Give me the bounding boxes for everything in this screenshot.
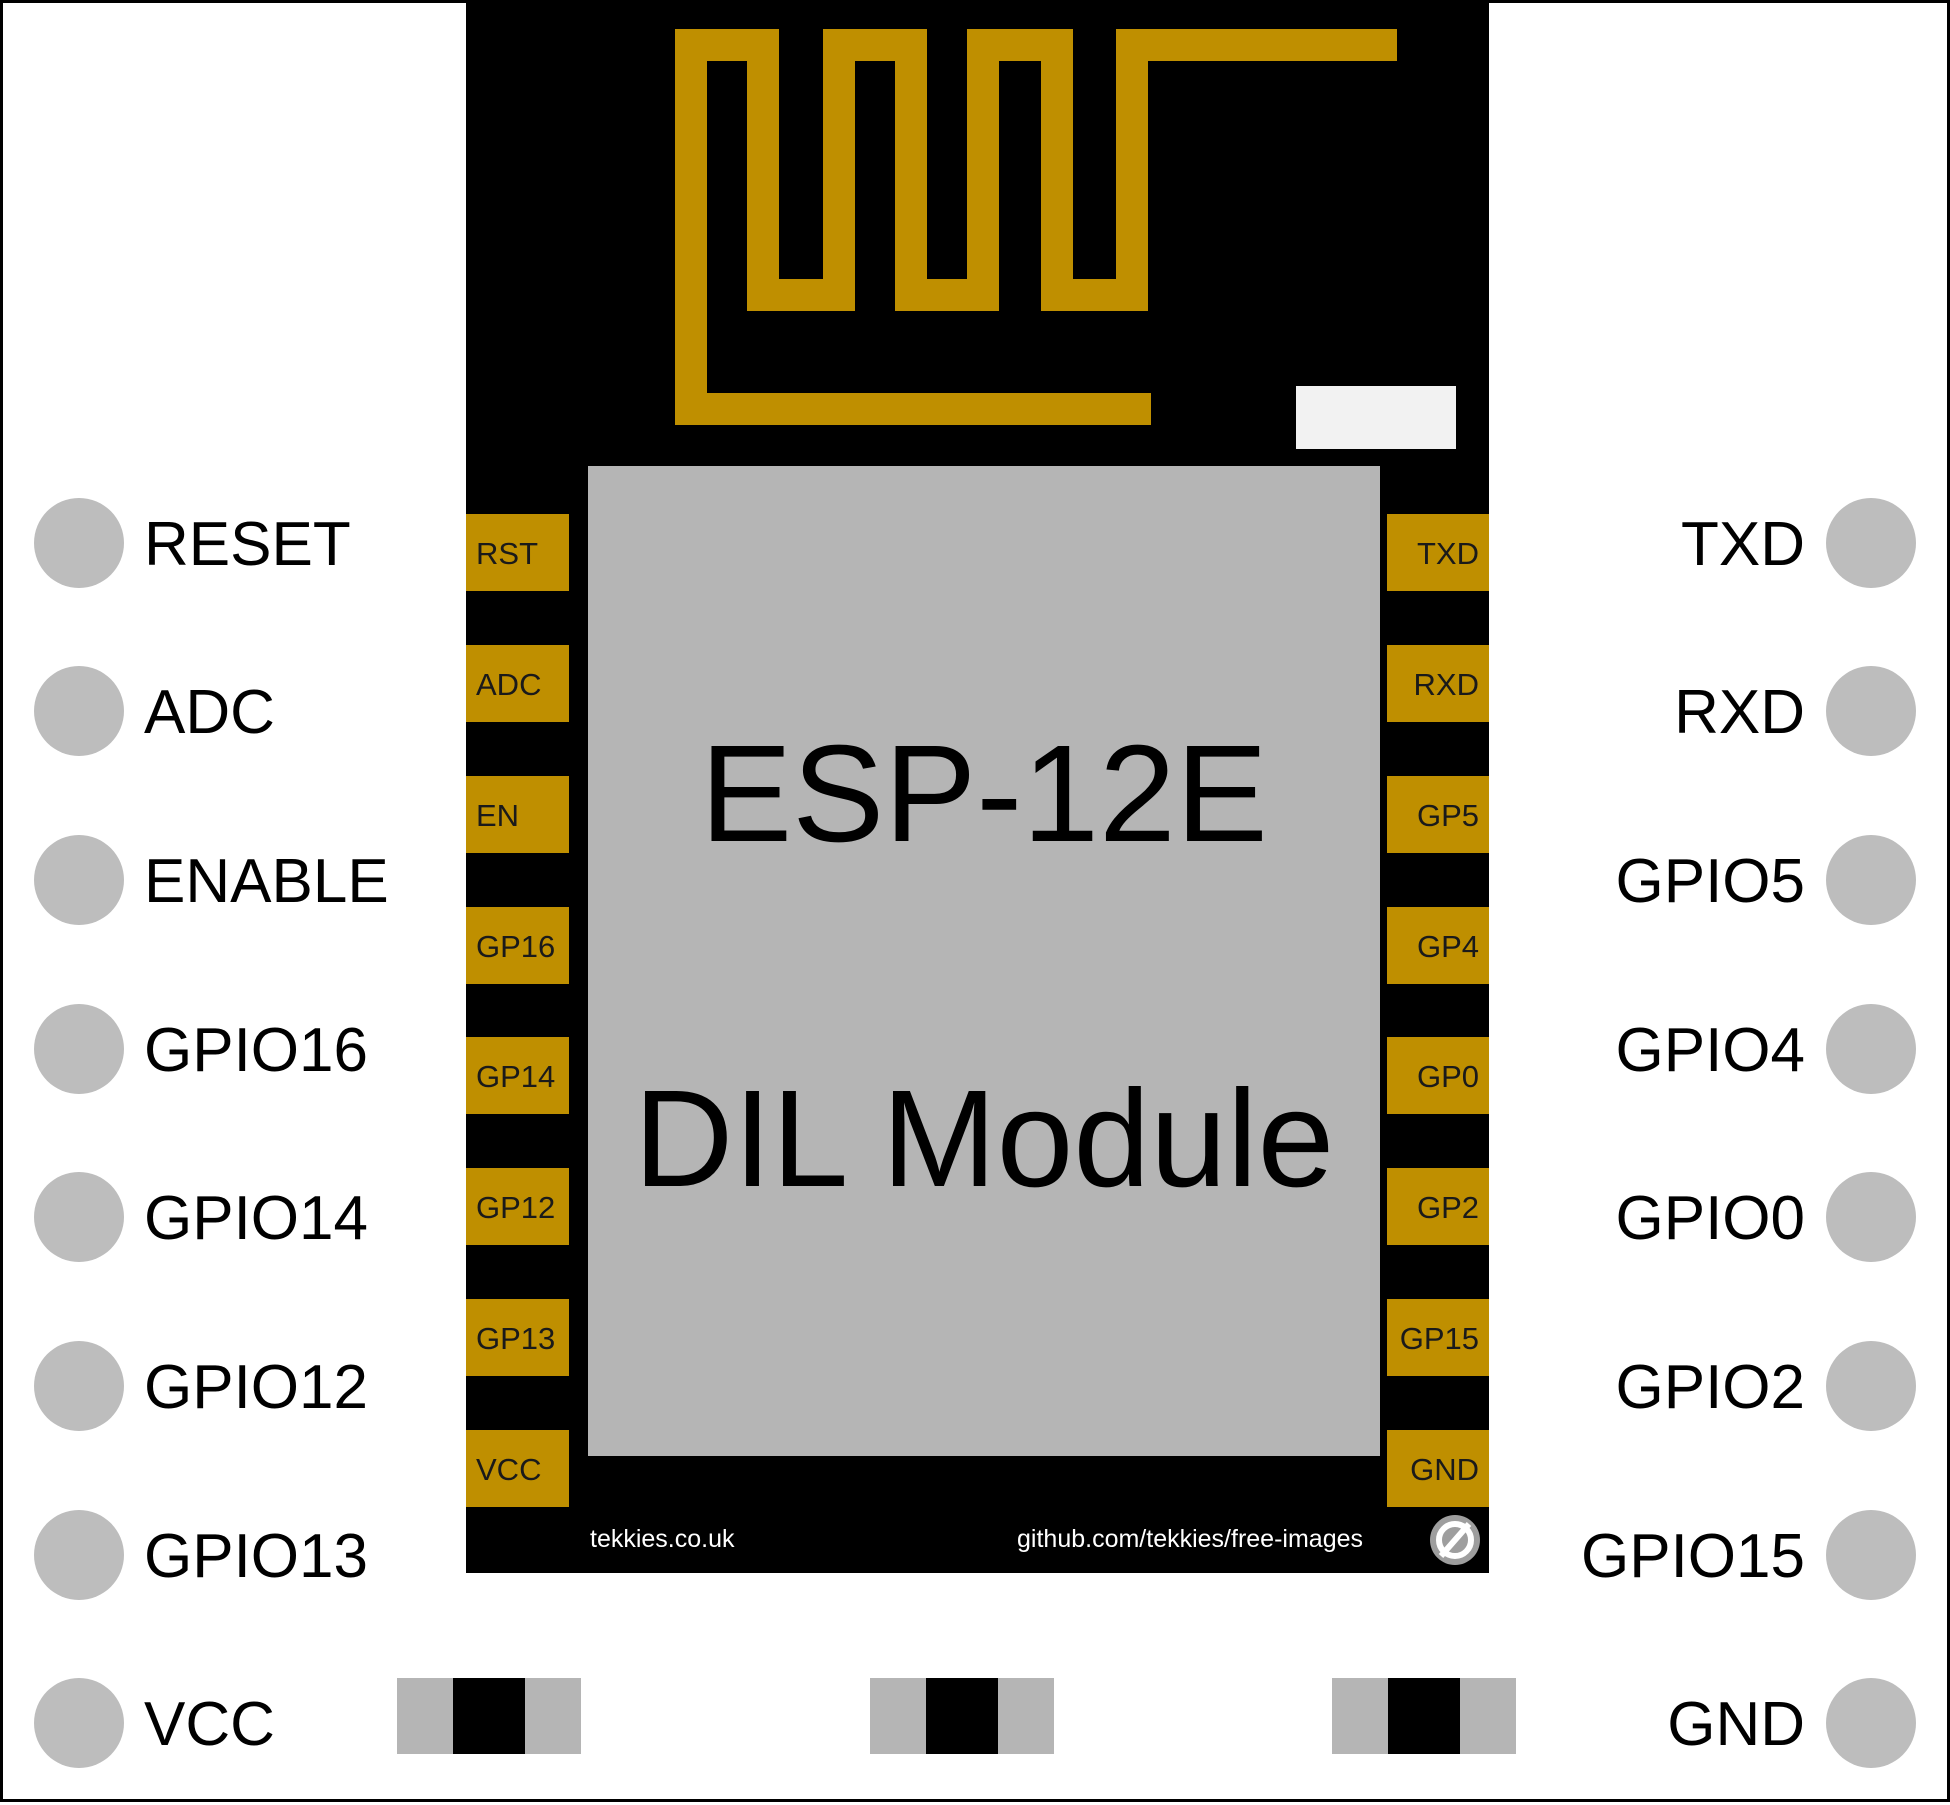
credit-right: github.com/tekkies/free-images (1017, 1525, 1363, 1553)
pad-label-adc: ADC (476, 667, 541, 702)
rf-shield (588, 466, 1380, 1456)
pad-label-gp2: GP2 (1417, 1190, 1479, 1225)
pad-label-rxd: RXD (1414, 667, 1479, 702)
pin-label-gnd: GND (1667, 1690, 1805, 1759)
pin-gpio15[interactable] (1826, 1510, 1916, 1600)
pin-label-reset: RESET (144, 510, 351, 579)
chip-title-line2: DIL Module (634, 1062, 1335, 1216)
pad-gp5 (1387, 776, 1489, 853)
pin-gpio2[interactable] (1826, 1341, 1916, 1431)
pad-label-gp12: GP12 (476, 1190, 555, 1225)
pad-label-gp4: GP4 (1417, 929, 1479, 964)
pin-label-gpio5: GPIO5 (1615, 847, 1805, 916)
pin-enable[interactable] (34, 835, 124, 925)
pad-label-gp5: GP5 (1417, 798, 1479, 833)
pad-gp12 (466, 1168, 569, 1245)
pin-gpio16[interactable] (34, 1004, 124, 1094)
pad-label-txd: TXD (1417, 536, 1479, 571)
pad-txd (1387, 514, 1489, 591)
pad-gp2 (1387, 1168, 1489, 1245)
pcb-antenna-trace (675, 29, 1397, 425)
pin-label-enable: ENABLE (144, 847, 389, 916)
pin-gpio14[interactable] (34, 1172, 124, 1262)
credit-left: tekkies.co.uk (590, 1525, 735, 1553)
pin-txd[interactable] (1826, 498, 1916, 588)
pad-gp0 (1387, 1037, 1489, 1114)
pin-label-gpio14: GPIO14 (144, 1184, 368, 1253)
pad-label-gp13: GP13 (476, 1321, 555, 1356)
pin-label-gpio13: GPIO13 (144, 1522, 368, 1591)
smd-part-middle (870, 1678, 1054, 1754)
pin-rxd[interactable] (1826, 666, 1916, 756)
pin-label-vcc: VCC (144, 1690, 275, 1759)
right-pads: TXD RXD GP5 GP4 GP0 GP2 GP15 GND (1387, 514, 1489, 1507)
smd-part-left (397, 1678, 581, 1754)
pad-gp16 (466, 907, 569, 984)
pad-rxd (1387, 645, 1489, 722)
pin-gpio5[interactable] (1826, 835, 1916, 925)
pin-label-gpio0: GPIO0 (1615, 1184, 1805, 1253)
pin-label-adc: ADC (144, 678, 275, 747)
pad-en (466, 776, 569, 853)
pin-label-txd: TXD (1681, 510, 1805, 579)
pin-gpio13[interactable] (34, 1510, 124, 1600)
pad-label-gp14: GP14 (476, 1059, 555, 1094)
pad-adc (466, 645, 569, 722)
pad-gp14 (466, 1037, 569, 1114)
pad-gp4 (1387, 907, 1489, 984)
esp12e-diagram: ESP-12E DIL Module tekkies.co.uk github.… (34, 3, 1916, 1768)
pad-vcc (466, 1430, 569, 1507)
pin-gnd[interactable] (1826, 1678, 1916, 1768)
pad-label-gnd: GND (1410, 1452, 1479, 1487)
pin-label-rxd: RXD (1674, 678, 1805, 747)
chip-title-line1: ESP-12E (700, 717, 1268, 871)
pin-label-gpio4: GPIO4 (1615, 1016, 1805, 1085)
pad-gnd (1387, 1430, 1489, 1507)
pad-gp15 (1387, 1299, 1489, 1376)
left-pads: RST ADC EN GP16 GP14 GP12 GP13 VCC (466, 514, 569, 1507)
pad-gp13 (466, 1299, 569, 1376)
pin-gpio12[interactable] (34, 1341, 124, 1431)
status-led (1296, 386, 1456, 449)
pin-vcc[interactable] (34, 1678, 124, 1768)
pin-label-gpio15: GPIO15 (1581, 1522, 1805, 1591)
pin-adc[interactable] (34, 666, 124, 756)
pad-label-gp0: GP0 (1417, 1059, 1479, 1094)
pin-label-gpio12: GPIO12 (144, 1353, 368, 1422)
pad-label-vcc: VCC (476, 1452, 541, 1487)
pad-label-en: EN (476, 798, 519, 833)
pin-label-gpio2: GPIO2 (1615, 1353, 1805, 1422)
pad-label-gp15: GP15 (1400, 1321, 1479, 1356)
pin-gpio0[interactable] (1826, 1172, 1916, 1262)
public-domain-icon (1430, 1515, 1480, 1565)
left-header: RESET ADC ENABLE GPIO16 GPIO14 GPIO12 GP… (34, 498, 389, 1768)
pad-rst (466, 514, 569, 591)
pin-gpio4[interactable] (1826, 1004, 1916, 1094)
pad-label-rst: RST (476, 536, 538, 571)
smd-part-right (1332, 1678, 1516, 1754)
pad-label-gp16: GP16 (476, 929, 555, 964)
right-header: TXD RXD GPIO5 GPIO4 GPIO0 GPIO2 GPIO15 G… (1581, 498, 1916, 1768)
pin-label-gpio16: GPIO16 (144, 1016, 368, 1085)
pin-reset[interactable] (34, 498, 124, 588)
